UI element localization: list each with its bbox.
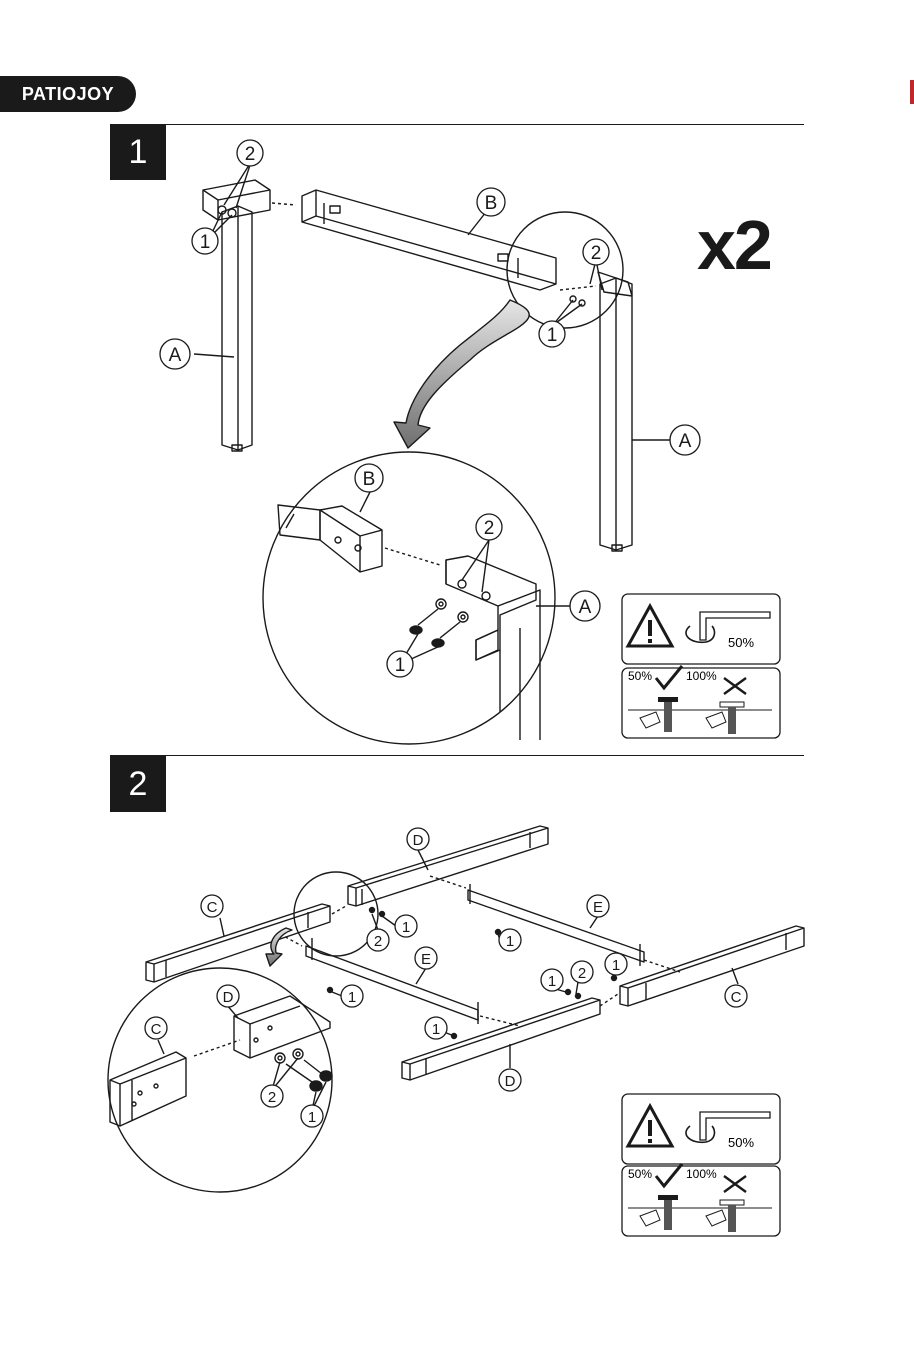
label-screw: 1 [612,957,620,974]
torque-value: 50% [728,635,754,650]
rail-e-left [306,938,478,1024]
label-part-a: A [169,345,182,366]
label-part-d: D [505,1073,516,1090]
label-part-d: D [223,989,234,1006]
label-screw: 1 [548,973,556,990]
correct-value: 50% [628,669,652,683]
label-washer: 2 [268,1089,276,1106]
label-part-a: A [579,597,592,618]
label-part-d: D [413,832,424,849]
label-part-c: C [207,899,218,916]
detail-rail-d [234,996,330,1058]
label-part-e: E [421,951,431,968]
detail-rail-b [278,505,382,572]
detail-rail-c [110,1052,186,1126]
label-washer: 2 [484,518,495,539]
rail-c-right [620,926,804,1006]
rail-d-bottom [402,998,600,1080]
label-part-b: B [363,469,376,490]
label-screw: 1 [348,989,356,1006]
torque-panel-step2: 50% 50% 100% [622,1094,780,1236]
label-part-a: A [679,431,692,452]
label-screw: 1 [395,655,406,676]
leg-a-left [203,180,270,451]
label-screw: 1 [200,232,211,253]
correct-value: 50% [628,1167,652,1181]
label-washer: 2 [578,965,586,982]
detail-bracket-a [446,556,540,740]
torque-panel-step1: 50% 50% 100% [622,594,780,738]
label-screw: 1 [506,933,514,950]
label-part-e: E [593,899,603,916]
label-washer: 2 [374,933,382,950]
detail-arrow-icon [394,300,529,448]
label-screw: 1 [308,1109,316,1126]
detail-arrow-step2-icon [266,928,292,966]
wrong-value: 100% [686,1167,717,1181]
rail-b [302,190,556,290]
detail-circle-step1 [263,452,555,744]
rail-d-top [348,826,548,906]
label-screw: 1 [432,1021,440,1038]
torque-value: 50% [728,1135,754,1150]
label-part-b: B [485,193,498,214]
rail-c-left [146,904,330,982]
label-part-c: C [731,989,742,1006]
label-screw: 1 [547,325,558,346]
label-washer: 2 [245,144,256,165]
label-washer: 2 [591,243,602,264]
label-part-c: C [151,1021,162,1038]
label-screw: 1 [402,919,410,936]
wrong-value: 100% [686,669,717,683]
